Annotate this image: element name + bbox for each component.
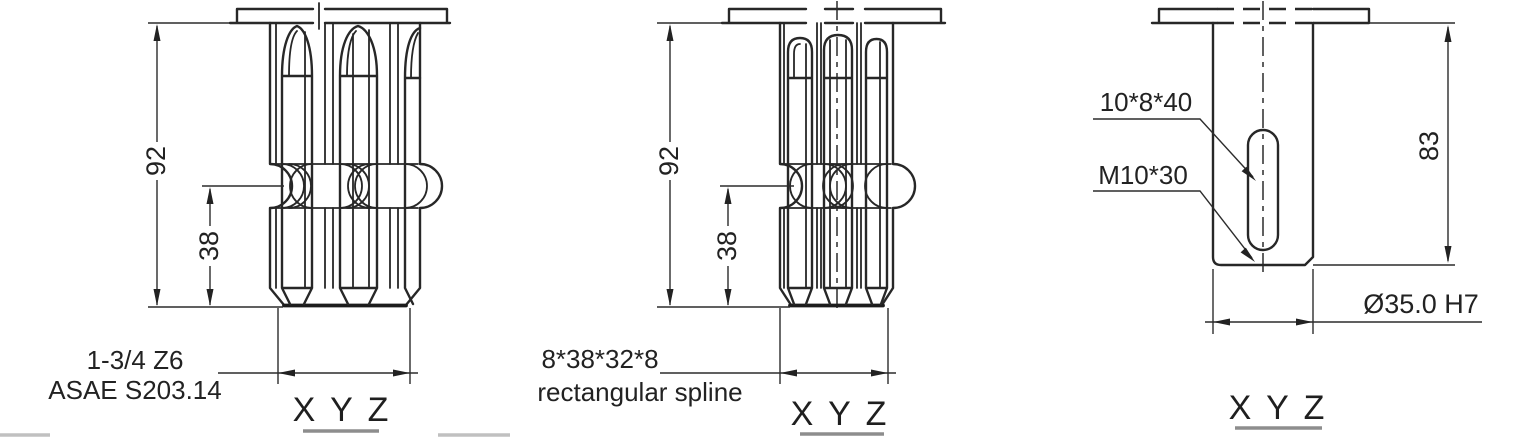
dim-92-text: 92 (654, 146, 684, 176)
leader-keyway: 10*8*40 (1093, 87, 1256, 181)
dimension-92: 92 (141, 22, 283, 308)
thread-label: M10*30 (1098, 160, 1188, 190)
tooth-c (403, 26, 422, 306)
arrow-up (206, 187, 214, 204)
flange-outline (1150, 7, 1371, 25)
dimension-38: 38 (712, 185, 794, 306)
axis-label: X Y Z (1229, 389, 1328, 427)
arrow-up (1444, 25, 1452, 42)
tooth-a (786, 36, 814, 306)
tooth-b-detail (829, 39, 847, 289)
dim-83-text: 83 (1414, 131, 1444, 161)
dimension-width (218, 308, 418, 384)
arrow-up (666, 24, 674, 41)
arrow-down (153, 289, 161, 306)
groove-lines (271, 163, 419, 209)
arrow-right (393, 369, 410, 377)
dimension-width (660, 308, 896, 384)
arrow-left (780, 369, 797, 377)
tooth-c (864, 37, 889, 306)
dim-92-text: 92 (141, 146, 171, 176)
root-lines (275, 22, 399, 289)
axis-label: X Y Z (293, 391, 392, 429)
body-outline (1211, 21, 1315, 267)
tooth-a-outline (786, 36, 814, 306)
arrow-left (1213, 318, 1230, 326)
dimension-38: 38 (194, 185, 284, 306)
keyway-slot (1246, 128, 1280, 252)
flange-outline (720, 7, 947, 25)
tooth-b-outline (822, 33, 854, 306)
arrow-down (666, 289, 674, 306)
leader-thread: M10*30 (1093, 160, 1255, 262)
leader-line (1093, 118, 1254, 178)
arrow-down (724, 289, 732, 306)
tooth-b (338, 24, 379, 306)
tooth-b-detail (346, 29, 370, 289)
keyway-label: 10*8*40 (1100, 87, 1193, 117)
arrow-right (871, 369, 888, 377)
bore-label: Ø35.0 H7 (1363, 289, 1479, 319)
arrow-up (153, 24, 161, 41)
note-spline-type: rectangular spline (537, 377, 742, 407)
leader-arrow (1241, 166, 1256, 181)
flange-outline (228, 7, 452, 25)
dimension-92: 92 (654, 22, 790, 308)
arrow-left (278, 369, 295, 377)
arrow-down (206, 289, 214, 306)
dimension-bore: Ø35.0 H7 (1205, 269, 1482, 334)
tooth-a-detail (288, 30, 306, 289)
tooth-c-outline (403, 26, 422, 306)
view-spline-asae: 92 38 1-3/4 Z6 ASAE S203.14 X Y Z (48, 2, 452, 433)
tooth-a (280, 24, 314, 306)
view-rectangular-spline: 92 38 8*38*32*8 rectangular spline X Y Z (537, 1, 947, 436)
leader-line (1093, 190, 1253, 259)
arrow-right (1296, 318, 1313, 326)
tooth-a-outline (280, 24, 314, 306)
arrow-up (724, 187, 732, 204)
note-spline-size: 1-3/4 Z6 (87, 345, 184, 375)
tooth-b (822, 33, 854, 306)
dimension-83: 83 (1313, 22, 1455, 266)
leader-arrow (1240, 247, 1255, 262)
dim-38-text: 38 (194, 231, 224, 261)
flange-break-dashes (1217, 7, 1313, 25)
arrow-down (1444, 246, 1452, 263)
axis-label: X Y Z (791, 395, 890, 433)
tooth-b-outline (338, 24, 379, 306)
view-hub-bore: 10*8*40 M10*30 83 Ø35.0 H7 X Y Z (1093, 1, 1482, 430)
dim-38-text: 38 (712, 231, 742, 261)
note-spline-size: 8*38*32*8 (541, 344, 658, 374)
note-standard: ASAE S203.14 (48, 375, 221, 405)
tooth-c-outline (864, 37, 889, 306)
tooth-c-detail (410, 32, 419, 79)
root-lines (783, 22, 862, 289)
tooth-a-detail (793, 43, 807, 289)
groove-notches (789, 163, 888, 209)
